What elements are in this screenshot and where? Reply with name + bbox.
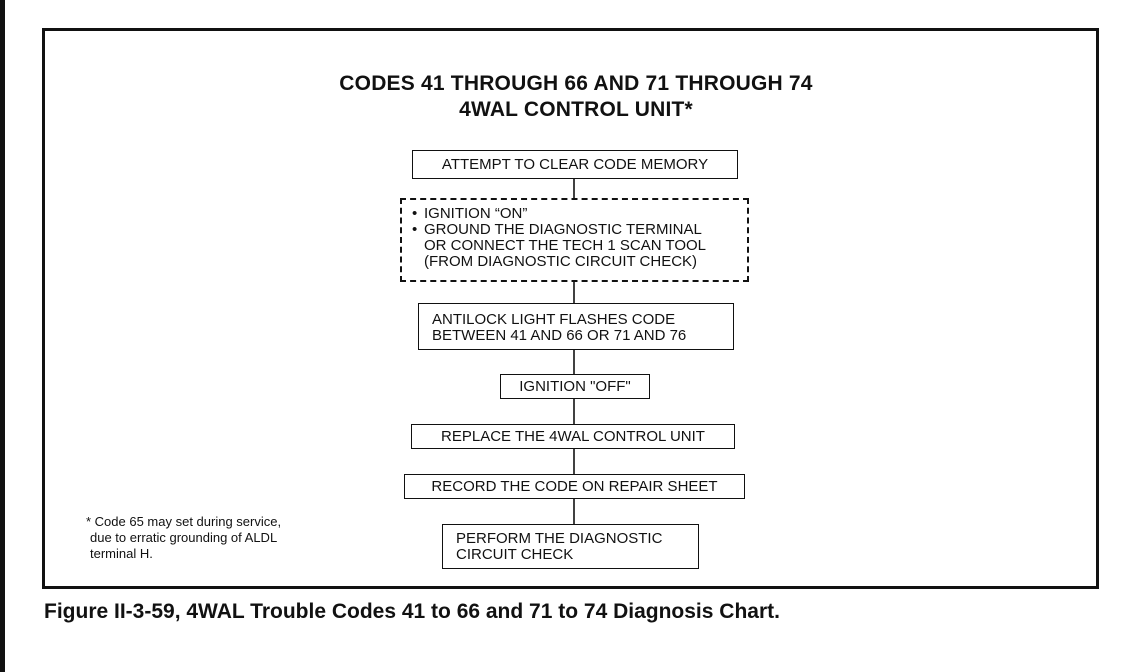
step-replace-control-unit: REPLACE THE 4WAL CONTROL UNIT [411,424,735,449]
bullet-ground-terminal: • GROUND THE DIAGNOSTIC TERMINAL [412,222,739,238]
bullet-ground-terminal-line1: GROUND THE DIAGNOSTIC TERMINAL [424,221,702,238]
step-clear-code-memory-text: ATTEMPT TO CLEAR CODE MEMORY [441,155,709,173]
step-antilock-light-flashes: ANTILOCK LIGHT FLASHES CODE BETWEEN 41 A… [418,303,734,350]
step-ignition-off: IGNITION "OFF" [500,374,650,399]
bullet-ground-terminal-line3: (FROM DIAGNOSTIC CIRCUIT CHECK) [424,253,698,270]
step-record-code-text: RECORD THE CODE ON REPAIR SHEET [431,477,718,495]
step-replace-control-unit-text: REPLACE THE 4WAL CONTROL UNIT [441,427,705,445]
step-record-code: RECORD THE CODE ON REPAIR SHEET [404,474,745,499]
step-ignition-off-text: IGNITION "OFF" [519,377,631,395]
figure-frame [42,28,1099,589]
step-perform-diagnostic-line1: PERFORM THE DIAGNOSTIC [456,530,663,547]
bullet-ignition-on-text: IGNITION “ON” [424,205,528,222]
bullet-ground-terminal-line2: OR CONNECT THE TECH 1 SCAN TOOL [424,237,707,254]
footnote-line1: * Code 65 may set during service, [86,514,282,529]
step-perform-diagnostic-line2: CIRCUIT CHECK [456,546,574,563]
chart-title-line1: CODES 41 THROUGH 66 AND 71 THROUGH 74 [339,72,813,95]
step-clear-code-memory: ATTEMPT TO CLEAR CODE MEMORY [412,150,738,179]
footnote-line2: due to erratic grounding of ALDL [90,530,278,545]
step-antilock-light-line2: BETWEEN 41 AND 66 OR 71 AND 76 [432,327,687,344]
step-perform-diagnostic-check: PERFORM THE DIAGNOSTIC CIRCUIT CHECK [442,524,699,569]
bullet-dot-icon: • [412,205,418,222]
bullet-dot-icon: • [412,221,418,238]
step-ignition-on-ground-terminal: • IGNITION “ON” • GROUND THE DIAGNOSTIC … [400,198,749,282]
figure-caption: Figure II-3-59, 4WAL Trouble Codes 41 to… [44,600,780,623]
page-left-border [0,0,5,672]
step-antilock-light-line1: ANTILOCK LIGHT FLASHES CODE [432,311,676,328]
bullet-ignition-on: • IGNITION “ON” [412,206,739,222]
footnote: * Code 65 may set during service, due to… [86,514,281,562]
footnote-line3: terminal H. [90,546,153,561]
chart-title-line2: 4WAL CONTROL UNIT* [459,98,693,121]
